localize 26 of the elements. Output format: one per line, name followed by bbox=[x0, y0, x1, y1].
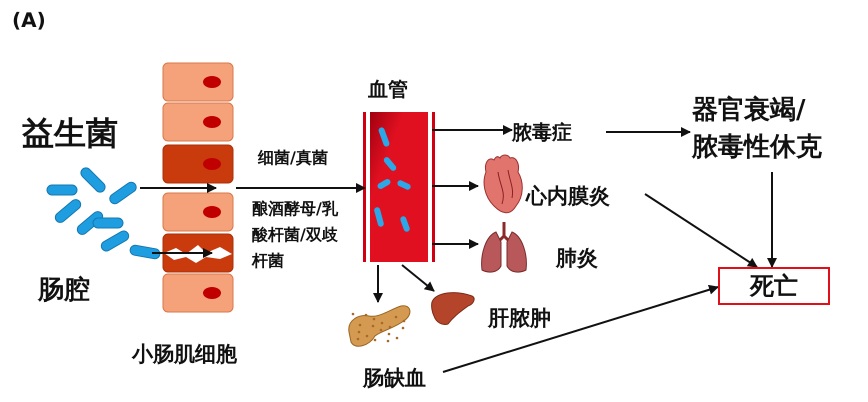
arrow bbox=[401, 264, 435, 292]
arrow bbox=[152, 248, 213, 258]
species-label: 酿酒酵母/乳酸杆菌/双歧杆菌 bbox=[252, 198, 340, 272]
edge-label: 细菌/真菌 bbox=[258, 148, 328, 169]
outcome-label: 器官衰竭/脓毒性休克 bbox=[692, 92, 827, 170]
panel-label: (A) bbox=[12, 8, 46, 32]
arrow bbox=[432, 239, 479, 249]
organ-label: 肠缺血 bbox=[363, 365, 426, 392]
probiotic-label: 益生菌 bbox=[22, 113, 118, 154]
condition-label: 脓毒症 bbox=[512, 118, 604, 146]
outcome-box: 死亡 bbox=[718, 267, 830, 305]
organ-label: 肺炎 bbox=[556, 245, 598, 272]
vessel-label: 血管 bbox=[368, 76, 408, 103]
arrow bbox=[432, 181, 479, 191]
arrow bbox=[236, 183, 366, 193]
lumen-label: 肠腔 bbox=[38, 274, 90, 307]
arrow bbox=[373, 265, 383, 303]
arrow bbox=[606, 127, 691, 137]
arrow bbox=[432, 125, 513, 135]
arrow bbox=[767, 172, 777, 268]
arrow bbox=[442, 284, 719, 373]
cell-caption: 小肠肌细胞 bbox=[132, 341, 237, 368]
arrow bbox=[140, 183, 217, 193]
arrow bbox=[644, 193, 758, 268]
organ-label: 心内膜炎 bbox=[526, 183, 610, 210]
organ-label: 肝脓肿 bbox=[488, 305, 551, 332]
